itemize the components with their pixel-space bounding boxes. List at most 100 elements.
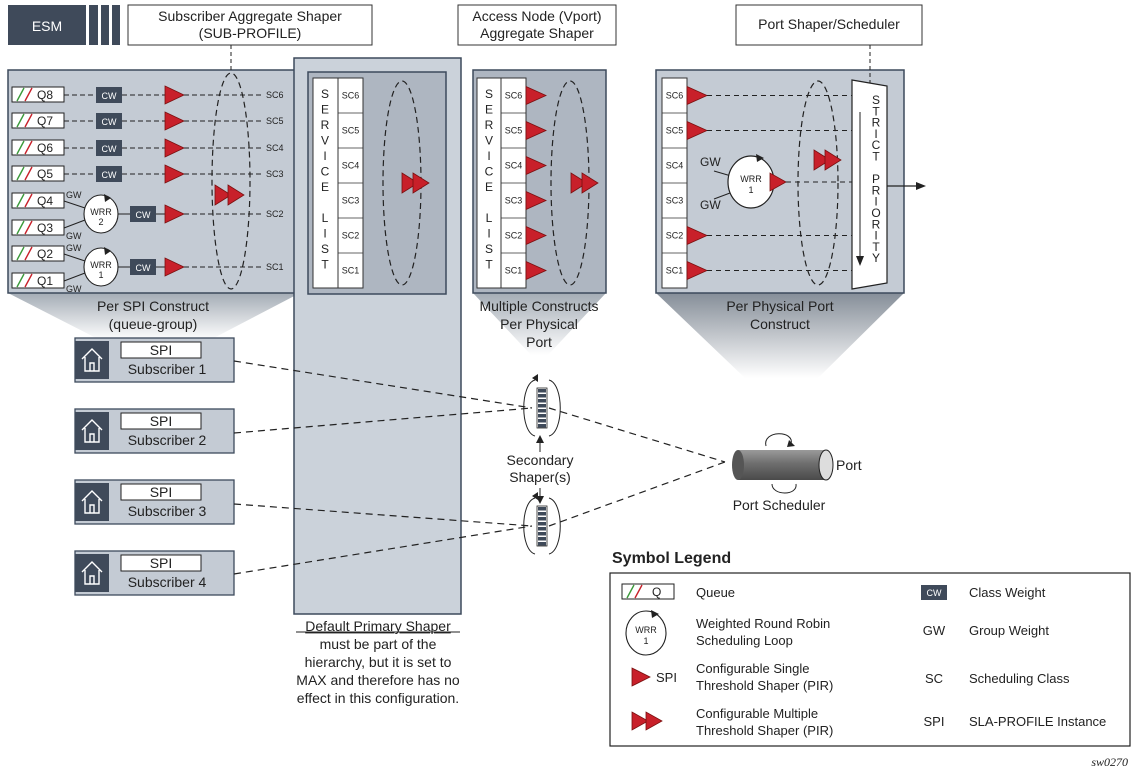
sub-shaper-ellipse [211,72,251,290]
service-list-letter: E [321,180,329,194]
legend-sc-abbr: SC [925,671,943,686]
secondary-label-2: Shaper(s) [509,469,570,485]
legend-scheduling-class: Scheduling Class [969,671,1070,686]
figure-id: sw0270 [1091,755,1128,769]
queue-label: Q5 [37,167,53,181]
queue-q4: Q4 [11,192,65,209]
cw-label: CW [102,170,117,180]
sc-box-label: SC6 [342,91,360,101]
queue-q3: Q3 [11,219,65,236]
service-list-letter: S [321,242,329,256]
service-list-letter: V [321,134,329,148]
strict-priority-letter: I [874,127,877,141]
port-sc-label: SC6 [666,91,684,101]
vport-multi-shaper [570,172,599,194]
legend-multi-shaper-2: Threshold Shaper (PIR) [696,723,833,738]
strict-priority-letter: O [871,206,880,220]
legend-wrr-desc-2: Scheduling Loop [696,633,793,648]
cw-label: CW [102,91,117,101]
spi-construct-panel: Q8Q7Q6Q5Q4Q3Q2Q1CWCWCWCWGWGWWRR2CWGWGWWR… [7,45,301,294]
legend-single-shaper-1: Configurable Single [696,661,809,676]
service-list-letter: E [485,103,493,117]
legend-gw-abbr: GW [923,623,946,638]
subscriber-2[interactable]: SPI Subscriber 2 [74,408,235,454]
queue-q6: Q6 [11,139,65,156]
single-shaper [525,225,547,246]
legend-cw-symbol: CW [927,588,942,598]
queue-q2: Q2 [11,245,65,262]
default-primary-line-4: effect in this configuration. [297,690,459,706]
subscriber-name: Subscriber 2 [128,432,207,448]
default-primary-line-3: MAX and therefore has no [296,672,460,688]
port-cylinder [732,433,834,494]
port-wrr-label: WRR [740,174,762,184]
vport-caption-1: Multiple Constructs [479,298,598,314]
service-list-letter: S [321,87,329,101]
single-shaper [686,120,708,141]
service-list-letter: V [485,134,493,148]
secondary-arrow-up [536,435,544,443]
cw-box [130,206,156,222]
legend-queue-q: Q [652,585,661,599]
port-shaper-title-box: Port Shaper/Scheduler [735,4,923,46]
single-shaper [686,85,708,106]
cw-box [96,140,122,156]
legend-wrr-text: WRR [635,625,657,635]
service-list-letter: E [321,103,329,117]
wrr-label: WRR [90,207,112,217]
sc-label: SC5 [266,116,284,126]
secondary-shaper-top [523,374,561,437]
strict-priority-letter: I [874,229,877,243]
service-list-letter: I [487,227,490,241]
vport-title-1: Access Node (Vport) [472,8,601,24]
home-icon [75,341,109,379]
port-sc-label: SC1 [666,266,684,276]
queue-label: Q4 [37,194,53,208]
single-shaper [164,164,185,184]
port-wrr: GW GW WRR 1 [700,154,852,212]
service-list-letter: S [485,242,493,256]
service-list-letter: L [486,211,493,225]
strict-priority-letter: T [872,240,880,254]
queue-q5: Q5 [11,165,65,182]
gw-label: GW [66,284,82,294]
service-list-letter: S [485,87,493,101]
vport-funnel [473,293,606,355]
vport-title-2: Aggregate Shaper [480,25,594,41]
legend-spi-abbr: SPI [924,714,945,729]
default-primary-line-2: hierarchy, but it is set to [305,654,452,670]
home-icon [75,554,109,592]
default-primary-description: Default Primary Shaper must be part of t… [296,618,460,706]
vport-title-box: Access Node (Vport) Aggregate Shaper [457,4,617,46]
sub-shaper-title-2: (SUB-PROFILE) [199,25,302,41]
sub-shaper-title-1: Subscriber Aggregate Shaper [158,8,342,24]
legend-queue-symbol: Q [621,583,675,600]
service-list-letter: R [321,118,330,132]
port-sc-label: SC5 [666,126,684,136]
strict-priority-letter: I [874,195,877,209]
spi-caption-2: (queue-group) [109,316,198,332]
secondary-shaper-bottom [523,492,561,555]
sc-box-label: SC3 [342,196,360,206]
legend-sla-profile: SLA-PROFILE Instance [969,714,1106,729]
service-list-letter: T [485,258,493,272]
subscriber-spi-label: SPI [150,413,173,429]
sc-label: SC3 [266,169,284,179]
port-scheduler-label: Port Scheduler [733,497,826,513]
legend-single-shaper-icon [631,667,651,687]
sc-box-label: SC1 [505,266,523,276]
sc-label: SC6 [266,90,284,100]
single-shaper [164,111,185,131]
single-shaper [525,260,547,281]
queue-label: Q1 [37,274,53,288]
single-shaper [164,257,185,277]
connection-lines [233,360,726,575]
cw-label: CW [136,263,151,273]
spi-caption-1: Per SPI Construct [97,298,209,314]
